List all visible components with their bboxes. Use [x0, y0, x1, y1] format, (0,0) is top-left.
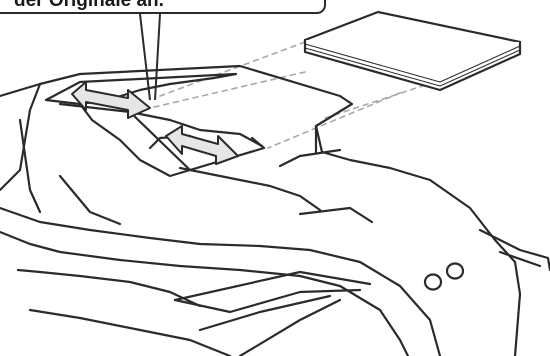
control-buttons: [425, 264, 463, 290]
copier-body: [0, 66, 550, 356]
paper-stack-icon: [305, 12, 520, 90]
callout-text: der Originale an.: [14, 0, 164, 10]
instruction-callout: der Originale an.: [0, 0, 326, 14]
